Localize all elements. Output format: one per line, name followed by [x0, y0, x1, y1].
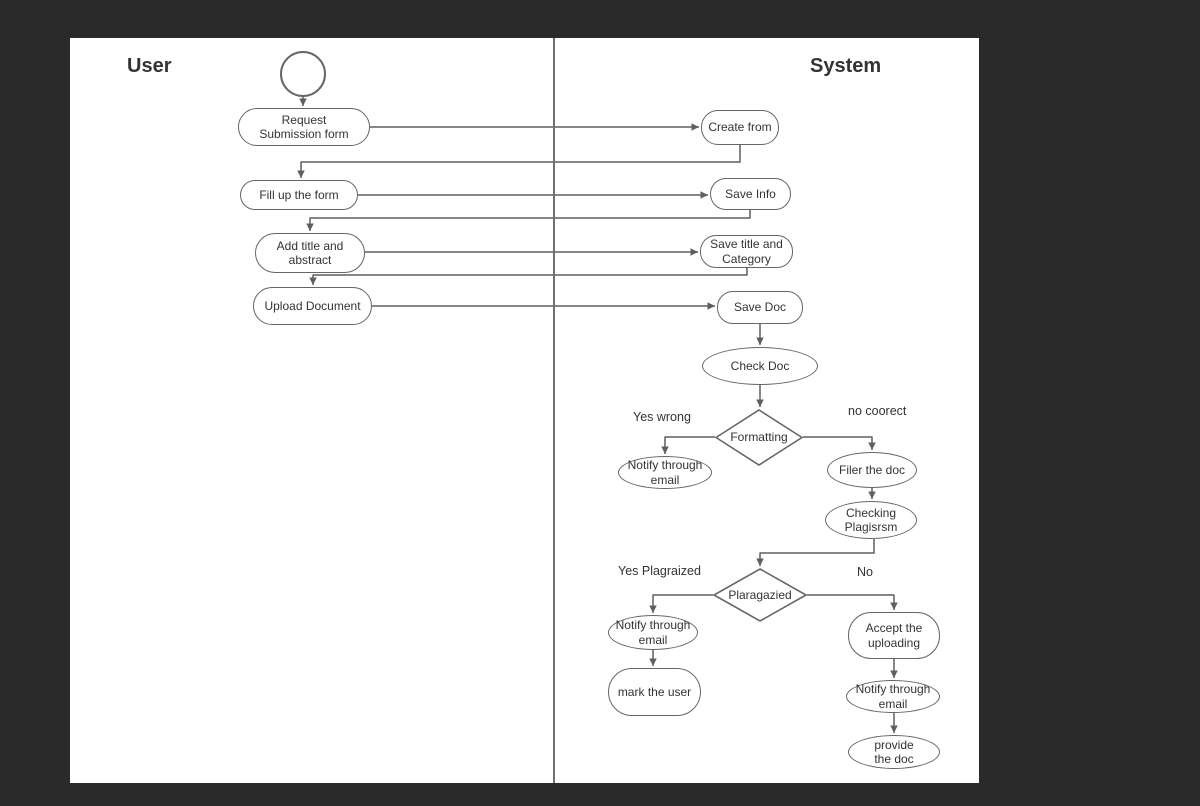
node-save-info: Save Info: [710, 178, 791, 210]
edge-formatting-no-branch: [803, 436, 876, 450]
decision-plaragazied: Plaragazied: [713, 568, 807, 622]
node-label: Notify through email: [615, 618, 691, 647]
node-accept-the-uploading: Accept the uploading: [848, 612, 940, 659]
node-request-submission-form: Request Submission form: [238, 108, 370, 146]
node-label: Filer the doc: [838, 462, 906, 477]
branch-label-formatting-yes: Yes wrong: [633, 410, 691, 424]
node-label: Upload Document: [264, 298, 361, 313]
diagram-canvas: User System Request Submission form Fill…: [70, 38, 979, 783]
node-fill-up-the-form: Fill up the form: [240, 180, 358, 210]
edge-save-info-to-add-title: [306, 210, 751, 231]
node-label: Save Info: [725, 186, 776, 201]
decision-formatting: Formatting: [715, 409, 803, 466]
node-label: Formatting: [730, 430, 788, 445]
edge-formatting-yes-branch: [661, 436, 715, 454]
branch-label-formatting-no: no coorect: [848, 404, 907, 418]
start-node: [280, 51, 326, 97]
node-save-doc: Save Doc: [717, 291, 803, 324]
node-label: Fill up the form: [259, 187, 339, 202]
node-label: Checking Plagisrsm: [844, 505, 898, 535]
node-label: Request Submission form: [259, 112, 349, 142]
node-upload-document: Upload Document: [253, 287, 372, 325]
node-add-title-and-abstract: Add title and abstract: [255, 233, 365, 273]
edge-checking-to-plaragazied: [756, 539, 875, 566]
node-label: Notify through email: [855, 682, 931, 711]
diamond-shape: [713, 568, 807, 622]
lane-title-user: User: [127, 55, 172, 77]
edge-save-title-to-upload: [309, 268, 748, 285]
node-label: Accept the uploading: [865, 621, 923, 650]
node-filer-the-doc: Filer the doc: [827, 452, 917, 488]
edge-create-from-to-fill-form: [297, 145, 741, 178]
node-label: Add title and abstract: [276, 238, 344, 268]
node-label: Save Doc: [733, 300, 787, 315]
branch-label-plagiarized-no: No: [857, 565, 873, 579]
node-check-doc: Check Doc: [702, 347, 818, 385]
node-checking-plagisrsm: Checking Plagisrsm: [825, 501, 917, 539]
node-notify-email-plagiarized: Notify through email: [608, 615, 698, 650]
node-notify-email-accept: Notify through email: [846, 680, 940, 713]
swimlane-divider: [553, 38, 555, 783]
node-label: Save title and Category: [710, 237, 783, 266]
node-label: provide the doc: [874, 737, 914, 767]
node-label: Check Doc: [730, 358, 790, 373]
node-label: mark the user: [617, 684, 692, 699]
node-notify-email-formatting: Notify through email: [618, 456, 712, 489]
diamond-shape: [715, 409, 803, 466]
branch-label-plagiarized-yes: Yes Plagraized: [618, 564, 701, 578]
edge-plaragazied-no-branch: [807, 594, 898, 610]
node-save-title-and-category: Save title and Category: [700, 235, 793, 268]
node-create-from: Create from: [701, 110, 779, 145]
node-mark-the-user: mark the user: [608, 668, 701, 716]
node-label: Plaragazied: [728, 587, 792, 602]
lane-title-system: System: [810, 55, 882, 77]
node-label: Notify through email: [627, 458, 703, 487]
edge-plaragazied-yes-branch: [649, 594, 713, 613]
node-provide-the-doc: provide the doc: [848, 735, 940, 769]
node-label: Create from: [708, 120, 772, 135]
connectors-layer: [297, 97, 898, 733]
